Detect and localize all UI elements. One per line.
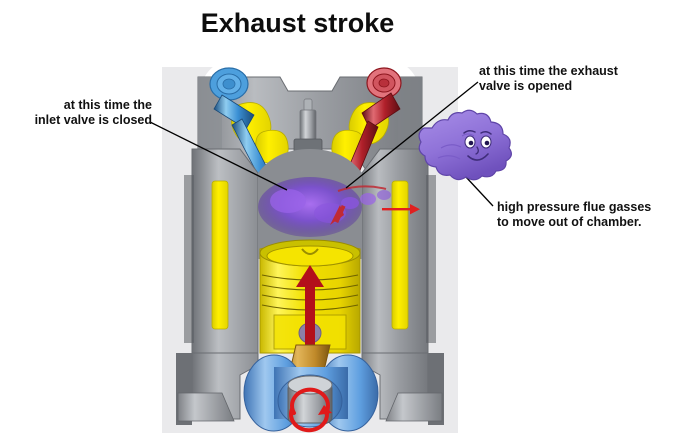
engine-diagram-panel <box>162 41 458 433</box>
leader-line-flue <box>451 161 494 207</box>
page-title: Exhaust stroke <box>200 8 395 38</box>
cylinder-block <box>184 148 436 354</box>
coolant-jacket-right <box>391 180 409 330</box>
engine-cutaway-svg <box>162 41 458 433</box>
annotation-exhaust-valve: at this time the exhaust valve is opened <box>479 64 618 93</box>
piston-motion-arrow <box>296 265 324 351</box>
crankcase <box>176 352 444 425</box>
gas-flow-arrow <box>382 204 420 215</box>
crank-rotation-arrow <box>289 387 332 433</box>
annotation-inlet-valve: at this time the inlet valve is closed <box>34 98 152 127</box>
coolant-jacket-left <box>211 180 229 330</box>
annotation-flue-gasses: high pressure flue gasses to move out of… <box>497 200 652 229</box>
